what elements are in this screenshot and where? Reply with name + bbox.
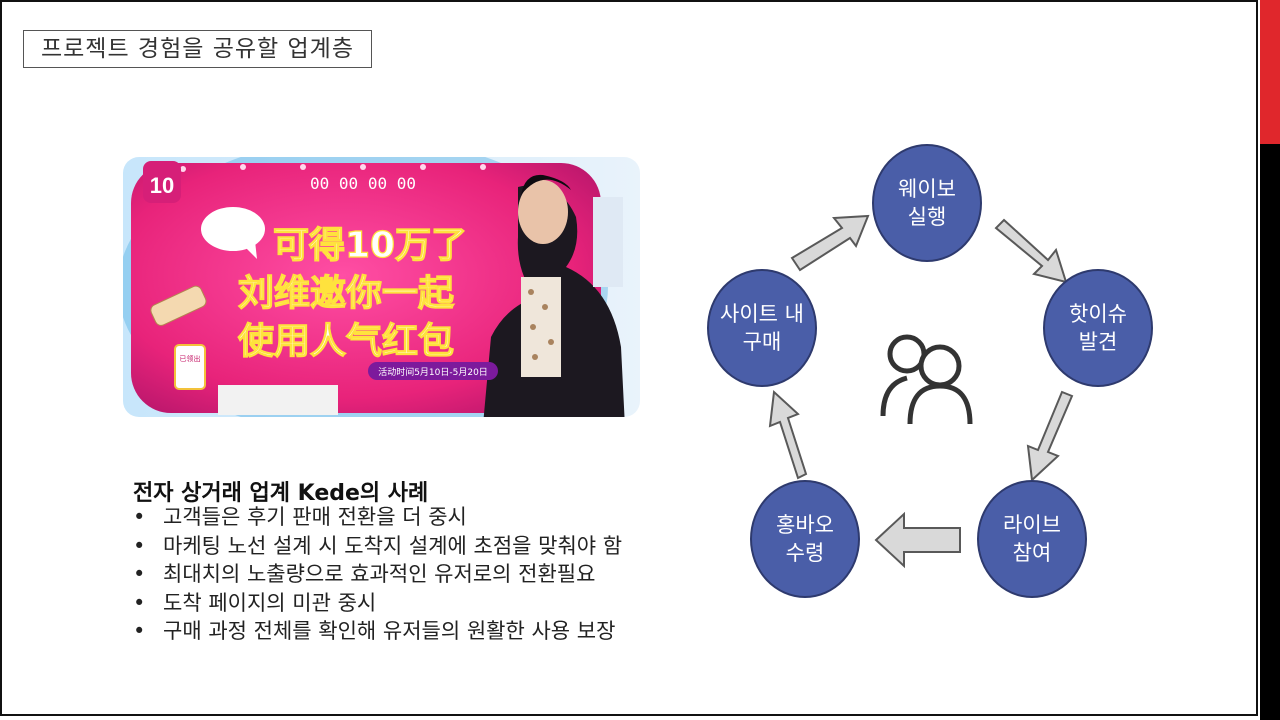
- users-icon: [880, 334, 973, 425]
- promo-counter: 00 00 00 00: [310, 174, 416, 193]
- promo-image: 10 00 00 00 00 可得10万了 刘维邀你一起 使用人气红包 活动时间…: [123, 157, 640, 417]
- bullet-list: •고객들은 후기 판매 전환을 더 중시 •마케팅 노선 설계 시 도착지 설계…: [133, 503, 622, 646]
- promo-graphic: 10 00 00 00 00 可得10万了 刘维邀你一起 使用人气红包 活动时间…: [123, 157, 640, 417]
- list-item: •마케팅 노선 설계 시 도착지 설계에 초점을 맞춰야 함: [133, 533, 623, 558]
- node-live: 라이브 참여: [977, 480, 1087, 598]
- side-accent-black: [1260, 144, 1280, 720]
- promo-headline-2: 刘维邀你一起: [238, 273, 455, 314]
- list-item: •고객들은 후기 판매 전환을 더 중시: [133, 505, 467, 529]
- arrow-to-hongbao: [874, 511, 961, 569]
- node-site-purchase: 사이트 내 구매: [707, 269, 817, 387]
- promo-badge: 10: [150, 173, 174, 198]
- slide-title: 프로젝트 경험을 공유할 업계층: [40, 36, 354, 62]
- slide-frame: [0, 0, 1258, 716]
- side-accent-red: [1260, 0, 1280, 144]
- arrow-to-hot-issue: [994, 218, 1068, 284]
- case-heading: 전자 상거래 업계 Kede의 사례: [133, 481, 429, 506]
- promo-date: 活动时间5月10日-5月20日: [378, 366, 488, 378]
- node-hot-issue: 핫이슈 발견: [1043, 269, 1153, 387]
- cycle-diagram: 웨이보 실행 핫이슈 발견 라이브 참여 홍바오 수령 사이트 내 구매: [700, 140, 1170, 610]
- arrow-to-weibo: [790, 214, 870, 272]
- arrow-to-live: [1026, 390, 1074, 483]
- cycle-arrows: [768, 214, 1074, 569]
- arrow-to-site: [768, 389, 808, 480]
- promo-headline-1: 可得10万了: [273, 225, 467, 266]
- list-item: •구매 과정 전체를 확인해 유저들의 원활한 사용 보장: [133, 619, 616, 643]
- node-hongbao: 홍바오 수령: [750, 480, 860, 598]
- title-box: [23, 30, 372, 68]
- promo-headline-3: 使用人气红包: [238, 321, 454, 362]
- list-item: •도착 페이지의 미관 중시: [133, 590, 377, 615]
- node-weibo: 웨이보 실행: [872, 144, 982, 262]
- list-item: •최대치의 노출량으로 효과적인 유저로의 전환필요: [133, 562, 596, 586]
- promo-small-tag: 已领出: [180, 354, 201, 363]
